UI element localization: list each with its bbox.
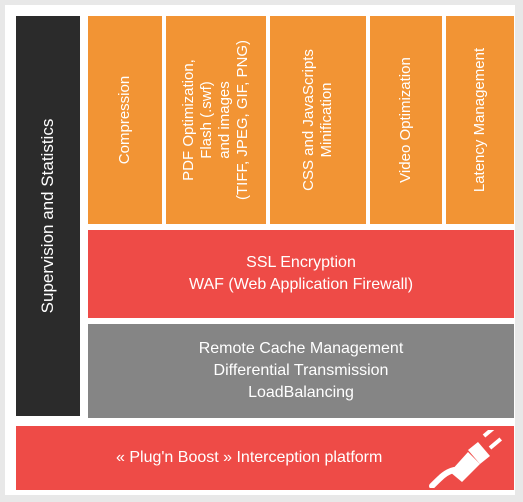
module-video-line: Video Optimization	[397, 57, 414, 183]
module-video-optimization: Video Optimization	[370, 16, 442, 224]
module-compression: Compression	[88, 16, 162, 224]
module-compression-line: Compression	[116, 75, 133, 165]
waf-label: WAF (Web Application Firewall)	[188, 276, 414, 293]
interception-platform-label: « Plug'n Boost » Interception platform	[116, 449, 383, 466]
load-balancing-label: LoadBalancing	[248, 384, 354, 401]
module-css-js-minification: CSS and JavaScripts Minification	[270, 16, 366, 224]
supervision-statistics-block: Supervision and Statistics	[16, 16, 80, 416]
network-layer: Remote Cache Management Differential Tra…	[88, 324, 514, 418]
supervision-statistics-label: Supervision and Statistics	[38, 118, 57, 314]
module-pdf-line-3: and images	[216, 81, 233, 159]
plug-icon	[429, 430, 503, 488]
differential-transmission-label: Differential Transmission	[213, 362, 389, 379]
module-css-line-2: Minification	[318, 82, 335, 158]
module-pdf-line-1: PDF Optimization,	[180, 59, 197, 181]
module-pdf-line-4: (TIFF, JPEG, GIF, PNG)	[234, 39, 251, 201]
ssl-encryption-label: SSL Encryption	[246, 254, 356, 271]
module-pdf-optimization: PDF Optimization, Flash (.swf) and image…	[166, 16, 266, 224]
interception-platform-bar: « Plug'n Boost » Interception platform	[16, 426, 514, 490]
module-css-line-1: CSS and JavaScripts	[300, 49, 317, 191]
module-pdf-line-2: Flash (.swf)	[198, 81, 215, 159]
module-latency-line: Latency Management	[471, 47, 488, 193]
module-latency-management: Latency Management	[446, 16, 514, 224]
security-layer: SSL Encryption WAF (Web Application Fire…	[88, 230, 514, 318]
remote-cache-label: Remote Cache Management	[198, 340, 404, 357]
